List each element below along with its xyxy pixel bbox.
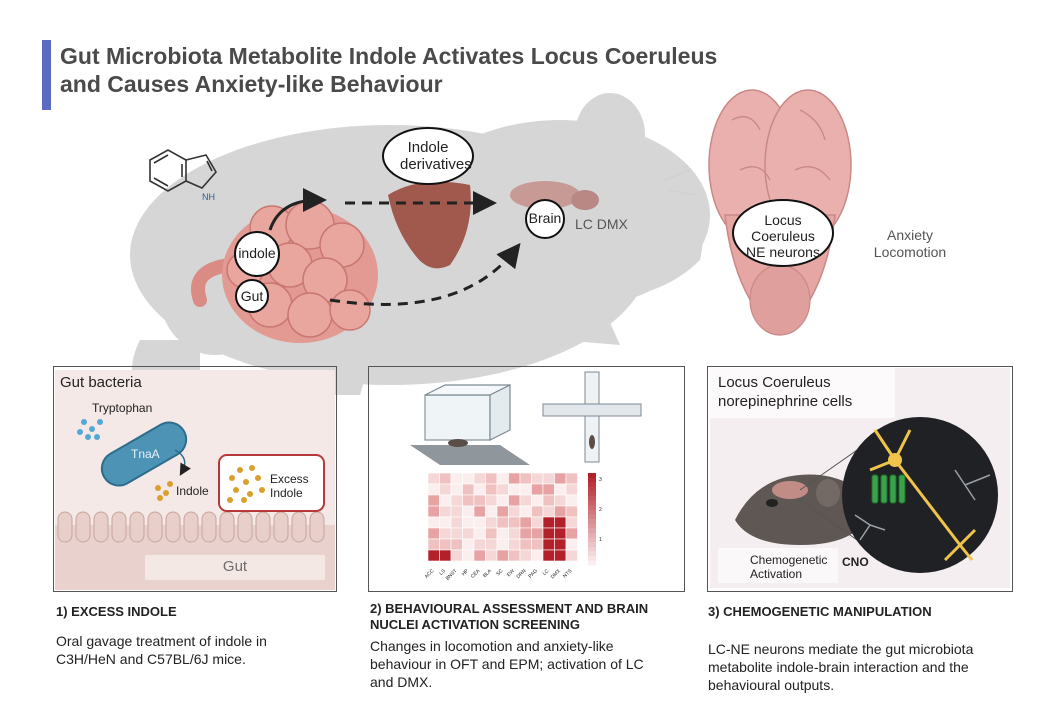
- colorbar-segment: [588, 500, 596, 506]
- heatmap-col-label: PAG: [527, 568, 539, 580]
- heatmap-col-label: SC: [495, 568, 504, 577]
- indole-molecule-icon: [149, 149, 217, 192]
- brain-bubble-label: Brain: [528, 210, 562, 226]
- colorbar-segment: [588, 519, 596, 525]
- heatmap-col-label: LS: [438, 568, 447, 577]
- arrow-gut-to-liver: [268, 188, 327, 231]
- panel3-caption-body: LC-NE neurons mediate the gut microbiota…: [708, 641, 974, 693]
- title-line-1: Gut Microbiota Metabolite Indole Activat…: [60, 43, 718, 69]
- colorbar-segment: [588, 486, 596, 492]
- colorbar-segment: [588, 514, 596, 520]
- cno-label: CNO: [842, 555, 869, 569]
- panel2-caption-body: Changes in locomotion and anxiety-like b…: [370, 638, 644, 690]
- colorbar-segment: [588, 496, 596, 502]
- title-line-2: and Causes Anxiety-like Behaviour: [60, 71, 443, 97]
- tnaa-label: TnaA: [131, 447, 160, 461]
- indole-bubble-label: indole: [238, 245, 276, 261]
- gut-label: Gut: [222, 558, 248, 575]
- panel3-title: Locus Coeruleus norepinephrine cells: [718, 374, 853, 410]
- title-accent-bar: [42, 40, 51, 110]
- heatmap-col-label: CEA: [470, 568, 482, 580]
- behaviour-outputs-label: Anxiety Locomotion: [873, 227, 947, 260]
- colorbar-segment: [588, 555, 596, 561]
- locus-coeruleus-label: Locus Coeruleus NE neurons: [746, 212, 820, 260]
- colorbar-segment: [588, 542, 596, 548]
- nh-label: NH: [202, 192, 215, 202]
- gut-bacteria-illustration: [55, 370, 335, 590]
- page-title: Gut Microbiota Metabolite Indole Activat…: [60, 42, 717, 98]
- colorbar-segment: [588, 560, 596, 566]
- colorbar-segment: [588, 532, 596, 538]
- large-brain-illustration: [708, 89, 852, 336]
- colorbar-tick-label: 2: [599, 507, 602, 513]
- indole-bubble: [234, 231, 280, 277]
- panel-gut-bacteria: [53, 366, 337, 592]
- colorbar-segment: [588, 546, 596, 552]
- colorbar-tick-label: 1: [599, 537, 602, 543]
- panel-chemogenetic: [707, 366, 1013, 592]
- brain-bubble: [525, 199, 565, 239]
- chemogenetic-activation-label: Chemogenetic Activation: [750, 553, 828, 581]
- heatmap-col-label: HP: [461, 568, 471, 578]
- colorbar-segment: [588, 473, 596, 479]
- colorbar-segment: [588, 523, 596, 529]
- panel1-title: Gut bacteria: [60, 374, 142, 391]
- heatmap-cell: [565, 549, 578, 562]
- mouse-brain-icon: [510, 181, 599, 210]
- panel2-caption-head: 2) BEHAVIOURAL ASSESSMENT AND BRAIN NUCL…: [370, 601, 649, 632]
- panel3-caption-head: 3) CHEMOGENETIC MANIPULATION: [708, 604, 932, 619]
- panel1-caption-head: 1) EXCESS INDOLE: [56, 604, 177, 619]
- gut-bubble: [235, 279, 269, 313]
- chemogenetic-illustration: [710, 368, 1010, 588]
- panel1-caption-body: Oral gavage treatment of indole in C3H/H…: [56, 633, 267, 667]
- colorbar-segment: [588, 482, 596, 488]
- indole-derivatives-label: Indole derivatives: [400, 139, 472, 173]
- heatmap-col-label: NTS: [562, 568, 574, 580]
- colorbar-segment: [588, 551, 596, 557]
- colorbar-segment: [588, 528, 596, 534]
- colorbar-segment: [588, 491, 596, 497]
- panel-behaviour-screening: [368, 366, 685, 592]
- colorbar-segment: [588, 505, 596, 511]
- colorbar-tick-label: 3: [599, 477, 602, 483]
- tryptophan-label: Tryptophan: [92, 401, 153, 415]
- colorbar-segment: [588, 509, 596, 515]
- colorbar-segment: [588, 537, 596, 543]
- excess-indole-label: Excess Indole: [270, 472, 309, 500]
- behaviour-apparatus-illustration: [410, 371, 642, 465]
- indole-derivatives-bubble: [382, 127, 474, 185]
- heatmap-col-label: ACC: [424, 568, 436, 580]
- heatmap-col-label: EW: [506, 568, 516, 578]
- lc-dmx-label: LC DMX: [575, 216, 628, 232]
- colorbar-segment: [588, 477, 596, 483]
- indole-label: Indole: [176, 484, 209, 498]
- heatmap-col-label: BLA: [482, 568, 493, 579]
- heatmap-col-label: LC: [542, 568, 551, 577]
- gut-bubble-label: Gut: [240, 288, 264, 304]
- arrow-gut-to-brain: [329, 242, 521, 306]
